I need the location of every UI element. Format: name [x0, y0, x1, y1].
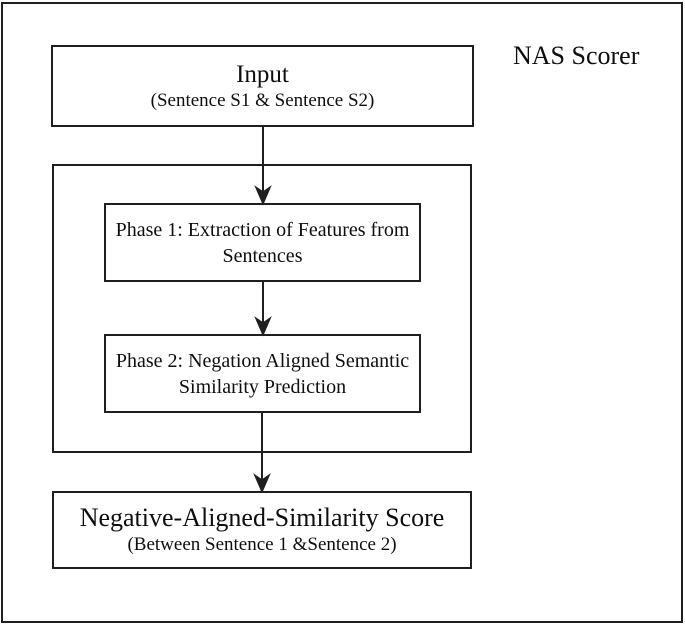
phase1-line1: Phase 1: Extraction of Features from: [115, 218, 410, 241]
output-box: Negative-Aligned-Similarity Score (Betwe…: [52, 491, 472, 569]
phase1-box: Phase 1: Extraction of Features from Sen…: [104, 203, 421, 282]
phase2-line1: Phase 2: Negation Aligned Semantic: [115, 349, 410, 372]
output-box-subtitle: (Between Sentence 1 &Sentence 2): [127, 534, 397, 555]
phase2-line2: Similarity Prediction: [178, 375, 347, 398]
output-box-title: Negative-Aligned-Similarity Score: [79, 503, 445, 532]
input-box-subtitle: (Sentence S1 & Sentence S2): [150, 89, 375, 111]
phase1-line2: Sentences: [222, 244, 303, 267]
phase2-box: Phase 2: Negation Aligned Semantic Simil…: [104, 334, 421, 413]
nas-scorer-label: NAS Scorer: [513, 41, 640, 70]
input-box: Input (Sentence S1 & Sentence S2): [51, 45, 474, 127]
input-box-title: Input: [236, 60, 289, 88]
